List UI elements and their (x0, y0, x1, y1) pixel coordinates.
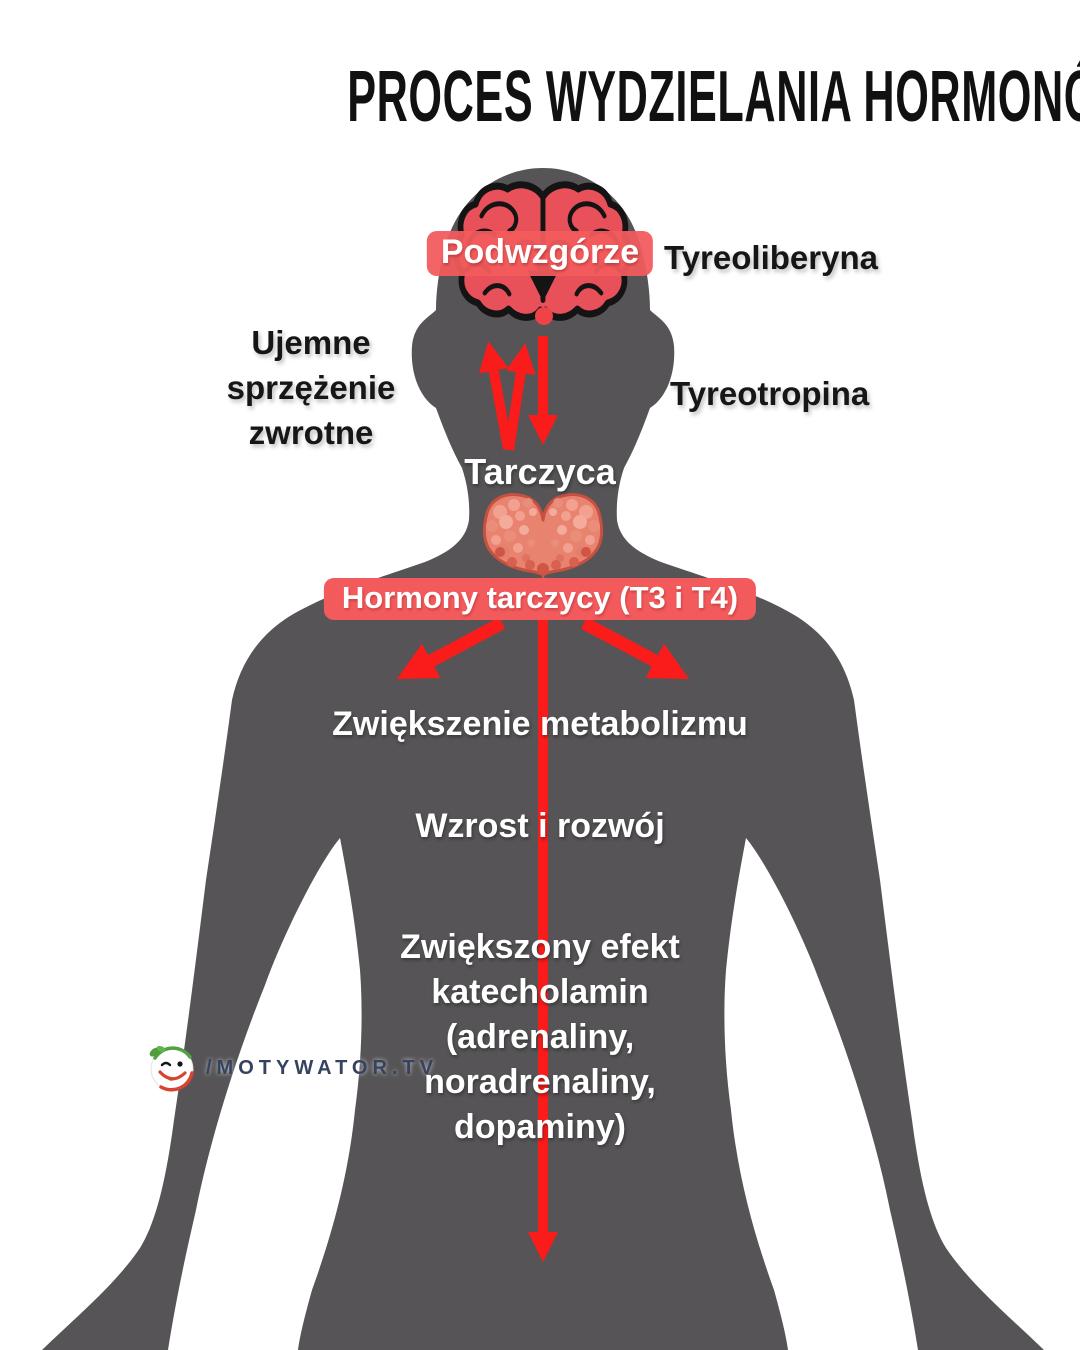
thyroid-hormones-banner: Hormony tarczycy (T3 i T4) (323, 578, 757, 620)
page-title: PROCES WYDZIELANIA HORMONÓW TARCZYCY (0, 56, 1080, 138)
feedback-up-arrows (478, 341, 536, 451)
effect-catecholamines-line-3: (adrenaliny, (445, 1018, 635, 1056)
hormone-spread-arrow-left (396, 617, 506, 680)
effect-catecholamines-line-4: noradrenaliny, (424, 1063, 656, 1101)
pituitary-dot (535, 307, 553, 325)
watermark: /MOTYWATOR.TV (146, 1042, 438, 1094)
tyreotropina-label: Tyreotropina (670, 375, 870, 412)
watermark-text: /MOTYWATOR.TV (206, 1056, 439, 1079)
hypothalamus-label-badge: Podwzgórze (426, 231, 654, 276)
tyreoliberyna-label: Tyreoliberyna (664, 239, 878, 276)
effect-catecholamines-line-2: katecholamin (431, 973, 649, 1011)
page-title-text: PROCES WYDZIELANIA HORMONÓW TARCZYCY (347, 57, 1080, 137)
thyroid-hormones-banner-text: Hormony tarczycy (T3 i T4) (341, 580, 739, 615)
effect-catecholamines-line-5: dopaminy) (454, 1108, 626, 1146)
feedback-line-2: sprzężenie (226, 369, 396, 406)
thyroid-label: Tarczyca (464, 451, 616, 492)
thyroid-texture-spots (486, 498, 600, 575)
negative-feedback-label: Ujemne sprzężenie zwrotne (181, 320, 441, 455)
hypothalamus-label: Podwzgórze (440, 233, 640, 271)
feedback-line-1: Ujemne (251, 324, 371, 361)
effect-growth-label: Wzrost i rozwój (415, 807, 665, 845)
motywator-smiley-logo (149, 1045, 194, 1092)
effect-catecholamines-label: Zwiększony efekt katecholamin (adrenalin… (0, 925, 1080, 1150)
effect-catecholamines-line-1: Zwiększony efekt (400, 928, 680, 966)
hormone-spread-arrow-right (580, 617, 690, 680)
feedback-line-3: zwrotne (248, 414, 374, 451)
effect-metabolism-label: Zwiększenie metabolizmu (332, 705, 748, 743)
